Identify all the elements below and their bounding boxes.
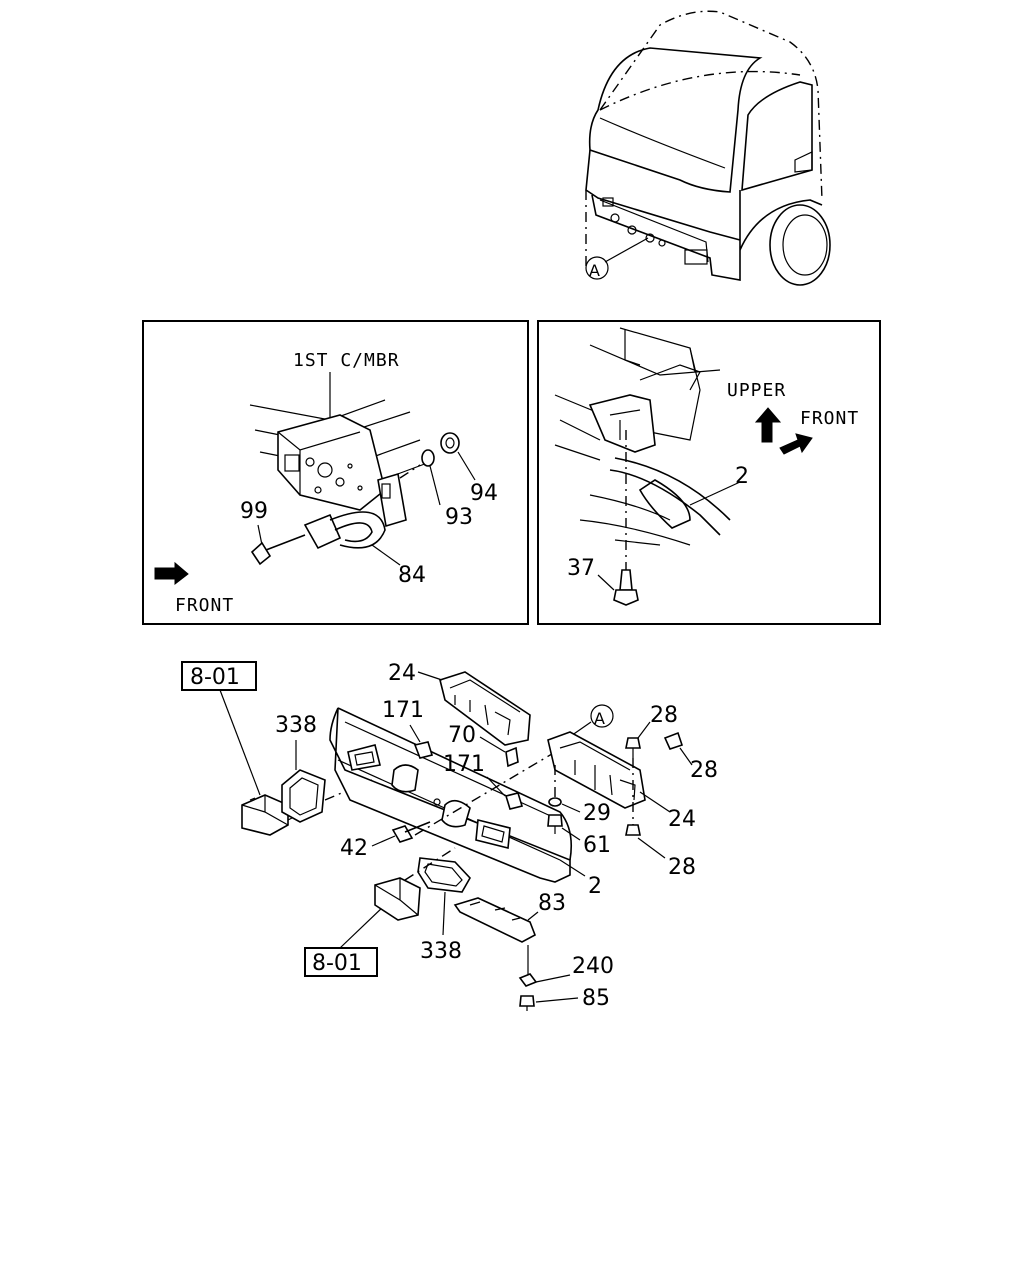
part-label-84: 84 [398,563,426,588]
part-label-42: 42 [340,836,368,861]
part-label-83: 83 [538,891,566,916]
front-arrow-icon [154,561,189,586]
part-label-338-bottom: 338 [420,939,462,964]
part-label-99: 99 [240,499,268,524]
part-label-85: 85 [582,986,610,1011]
inset-bumper-mount: 2 37 UPPER FRONT [537,320,881,625]
part-label-24-right: 24 [668,807,696,832]
part-label-70: 70 [448,723,476,748]
part-label-338-top: 338 [275,713,317,738]
part-label-171-top: 171 [382,698,424,723]
part-label-94: 94 [470,481,498,506]
ref-label-top: 8-01 [190,665,240,690]
part-label-2-inset: 2 [735,464,749,489]
ref-label-bottom: 8-01 [312,951,362,976]
part-label-29: 29 [583,801,611,826]
cab-illustration: A [585,10,831,286]
ref-box-top[interactable] [181,661,257,691]
part-label-24-top: 24 [388,661,416,686]
part-label-37: 37 [567,556,595,581]
inset-tow-hook: 1ST C/MBR 94 93 99 [142,320,529,625]
part-label-240: 240 [572,954,614,979]
ref-box-bottom[interactable] [304,947,378,977]
front-arrow-icon-right [779,433,813,455]
part-label-61: 61 [583,833,611,858]
upper-arrow-icon [754,407,782,443]
part-label-171-mid: 171 [443,752,485,777]
callout-a-cab: A [589,261,600,280]
callout-a-main: A [594,709,605,728]
bumper-exploded-view: 8-01 8-01 338 2 [181,661,718,1011]
callout-circle-a-cab [585,256,609,280]
front-label-right: FRONT [800,408,859,429]
member-label: 1ST C/MBR [293,350,400,371]
upper-label: UPPER [727,380,786,401]
part-label-28-bottom: 28 [668,855,696,880]
part-label-28-top: 28 [650,703,678,728]
part-label-93: 93 [445,505,473,530]
part-label-28-right: 28 [690,758,718,783]
callout-circle-a-main [590,704,614,728]
front-label-left: FRONT [175,595,234,616]
part-label-2-main: 2 [588,874,602,899]
